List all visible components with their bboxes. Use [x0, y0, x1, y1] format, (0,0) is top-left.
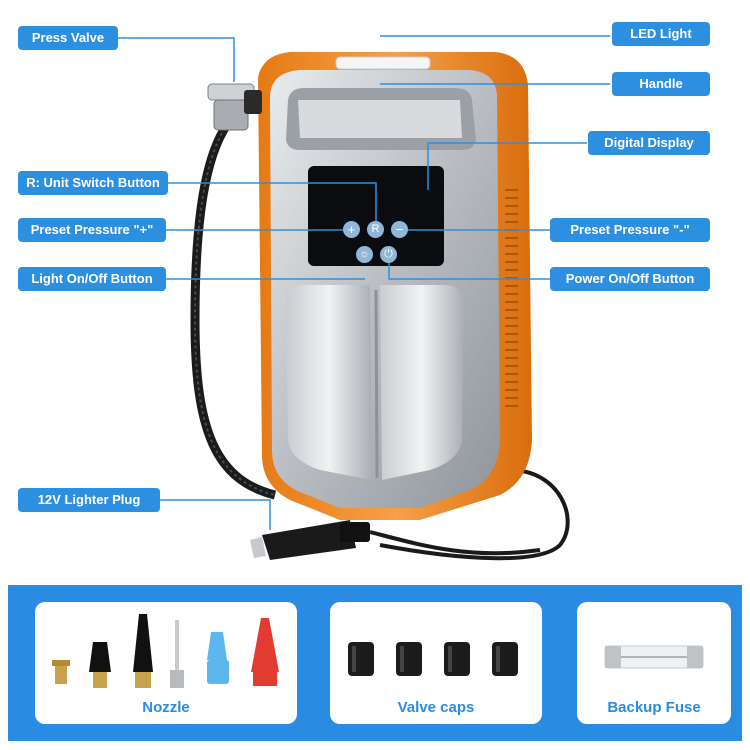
light-glyph: ☼ — [359, 248, 370, 260]
preset-minus-button[interactable]: − — [391, 221, 408, 238]
lighter-plug-graphic — [250, 520, 370, 560]
lower-panel-right — [380, 285, 464, 480]
valve-caps-label: Valve caps — [397, 699, 475, 716]
callout-unit-switch: R: Unit Switch Button — [18, 171, 168, 195]
nozzle-label: Nozzle — [142, 699, 190, 716]
power-glyph: ⏻ — [384, 248, 393, 260]
plus-glyph: + — [347, 222, 356, 237]
valve-caps-icon — [348, 642, 518, 676]
callout-digital-display: Digital Display — [588, 131, 710, 155]
press-valve-chuck — [207, 83, 262, 131]
minus-glyph: − — [395, 222, 404, 237]
backup-fuse-card: Backup Fuse — [577, 602, 731, 724]
lower-panel-left — [286, 285, 372, 480]
unit-switch-glyph: R — [371, 223, 380, 235]
valve-caps-card: Valve caps — [330, 602, 542, 724]
side-vents — [505, 189, 518, 407]
callout-led-light: LED Light — [612, 22, 710, 46]
callout-lighter-plug: 12V Lighter Plug — [18, 488, 160, 512]
backup-fuse-label: Backup Fuse — [607, 699, 701, 716]
callout-handle: Handle — [612, 72, 710, 96]
light-onoff-button[interactable]: ☼ — [356, 246, 373, 263]
callout-power-onoff: Power On/Off Button — [550, 267, 710, 291]
callout-connectors — [118, 35, 610, 530]
callout-preset-minus: Preset Pressure "-" — [550, 218, 710, 242]
fuse-icon — [604, 645, 704, 669]
nozzle-card: Nozzle — [35, 602, 297, 724]
callout-press-valve: Press Valve — [18, 26, 118, 50]
callout-light-onoff: Light On/Off Button — [18, 267, 166, 291]
led-light-strip — [335, 56, 431, 70]
nozzle-set-icon — [52, 614, 279, 688]
unit-switch-button[interactable]: R — [367, 221, 384, 238]
power-cable — [379, 468, 570, 561]
preset-plus-button[interactable]: + — [343, 221, 360, 238]
power-onoff-button[interactable]: ⏻ — [380, 246, 397, 263]
callout-preset-plus: Preset Pressure "+" — [18, 218, 166, 242]
